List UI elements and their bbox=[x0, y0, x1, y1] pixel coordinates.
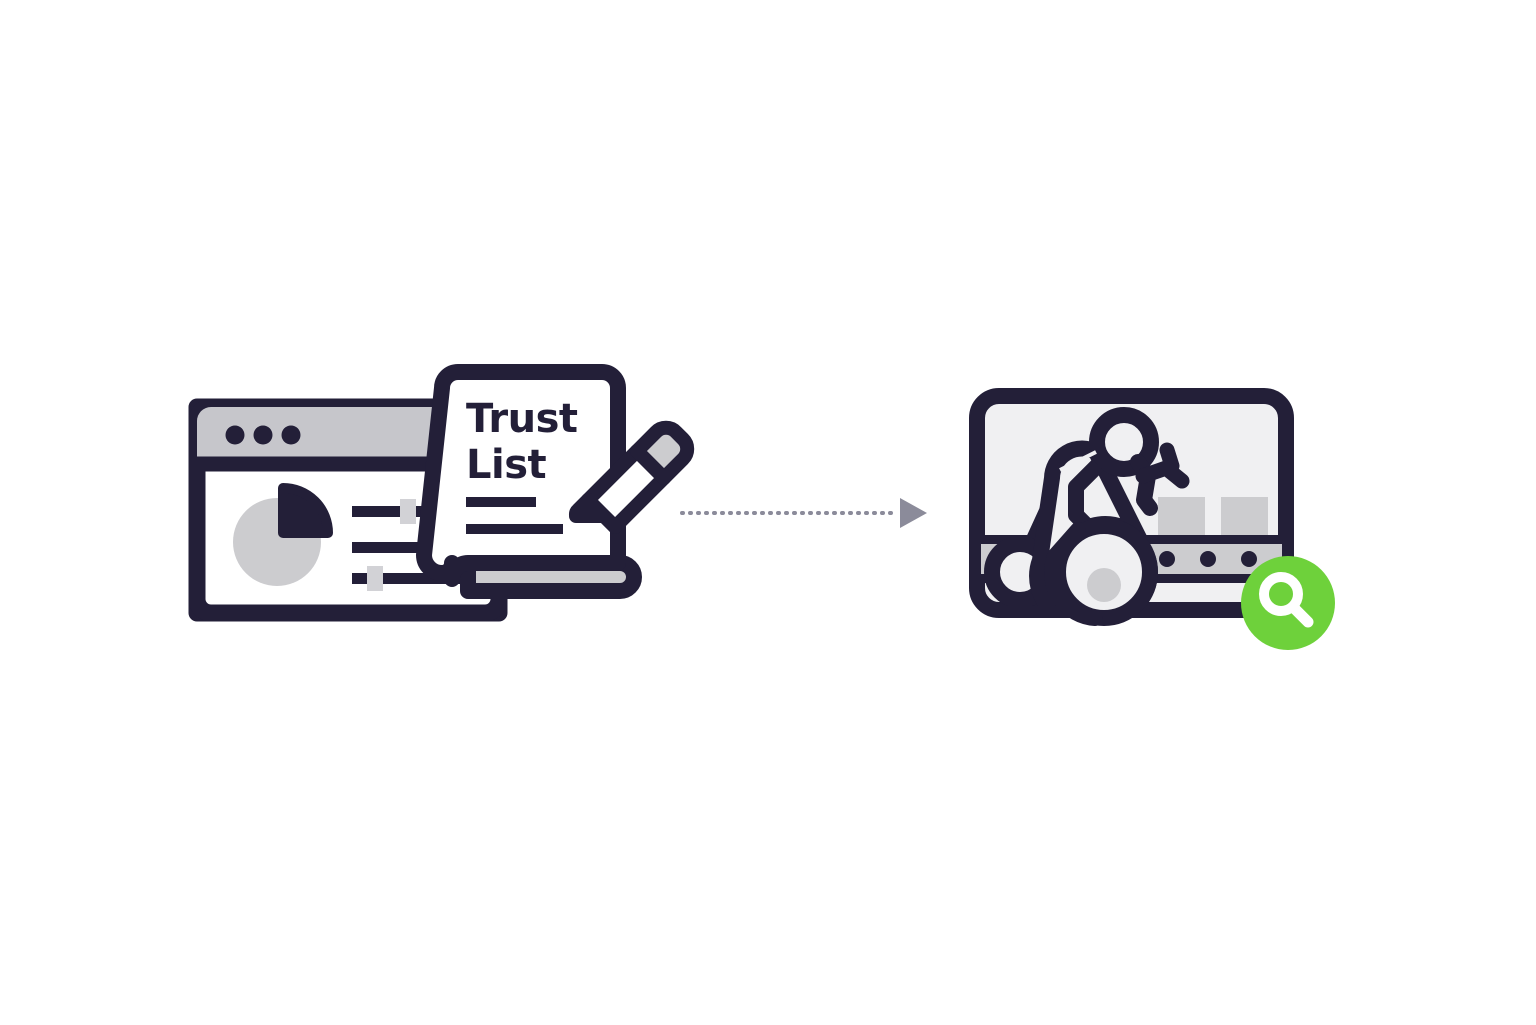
gripper-claw-lower bbox=[1158, 460, 1190, 489]
conveyor-package-1 bbox=[1158, 497, 1205, 541]
conveyor-roller-3 bbox=[1241, 551, 1257, 567]
inspection-badge[interactable] bbox=[1241, 556, 1335, 650]
slider-row-3[interactable] bbox=[352, 566, 494, 591]
conveyor-roller-1 bbox=[1159, 551, 1175, 567]
robot-arm-highlight bbox=[1059, 450, 1097, 472]
document-title-line-1: Trust bbox=[466, 396, 578, 442]
slider-track-3 bbox=[352, 573, 494, 584]
magnifier-lens bbox=[1259, 572, 1303, 616]
document-body-line-1 bbox=[466, 497, 536, 507]
conveyor-package-2 bbox=[1221, 497, 1268, 541]
robot-gripper bbox=[1135, 442, 1190, 489]
magnifier-icon bbox=[1259, 572, 1314, 628]
window-dot-3[interactable] bbox=[281, 425, 301, 445]
step-1-trust-list-authoring[interactable]: Trust List bbox=[188, 364, 695, 622]
inspection-badge-circle[interactable] bbox=[1241, 556, 1335, 650]
robot-arm-lower-edge bbox=[1044, 522, 1103, 626]
robot-arm-overflow bbox=[1044, 518, 1158, 626]
pie-chart[interactable] bbox=[233, 483, 333, 586]
magnifier-handle bbox=[1287, 601, 1314, 628]
document-body-line-2 bbox=[466, 524, 563, 534]
window-dot-2[interactable] bbox=[253, 425, 273, 445]
slider-handle-3[interactable] bbox=[367, 566, 383, 591]
pencil-tip bbox=[569, 493, 622, 534]
pencil-icon[interactable] bbox=[569, 420, 695, 534]
window-dot-1[interactable] bbox=[225, 425, 245, 445]
dotted-arrow bbox=[680, 498, 927, 528]
pie-chart-highlighted-slice bbox=[278, 483, 333, 538]
robot-base-pivot-overflow bbox=[1087, 568, 1121, 602]
trust-list-document[interactable]: Trust List bbox=[416, 364, 626, 587]
slider-handle-1[interactable] bbox=[400, 499, 416, 524]
document-title-line-2: List bbox=[466, 442, 547, 488]
conveyor-roller-2 bbox=[1200, 551, 1216, 567]
pencil-eraser bbox=[630, 420, 695, 485]
step-2-automated-inspection[interactable] bbox=[969, 388, 1335, 650]
arrow-head bbox=[900, 498, 927, 528]
browser-titlebar bbox=[197, 407, 499, 464]
